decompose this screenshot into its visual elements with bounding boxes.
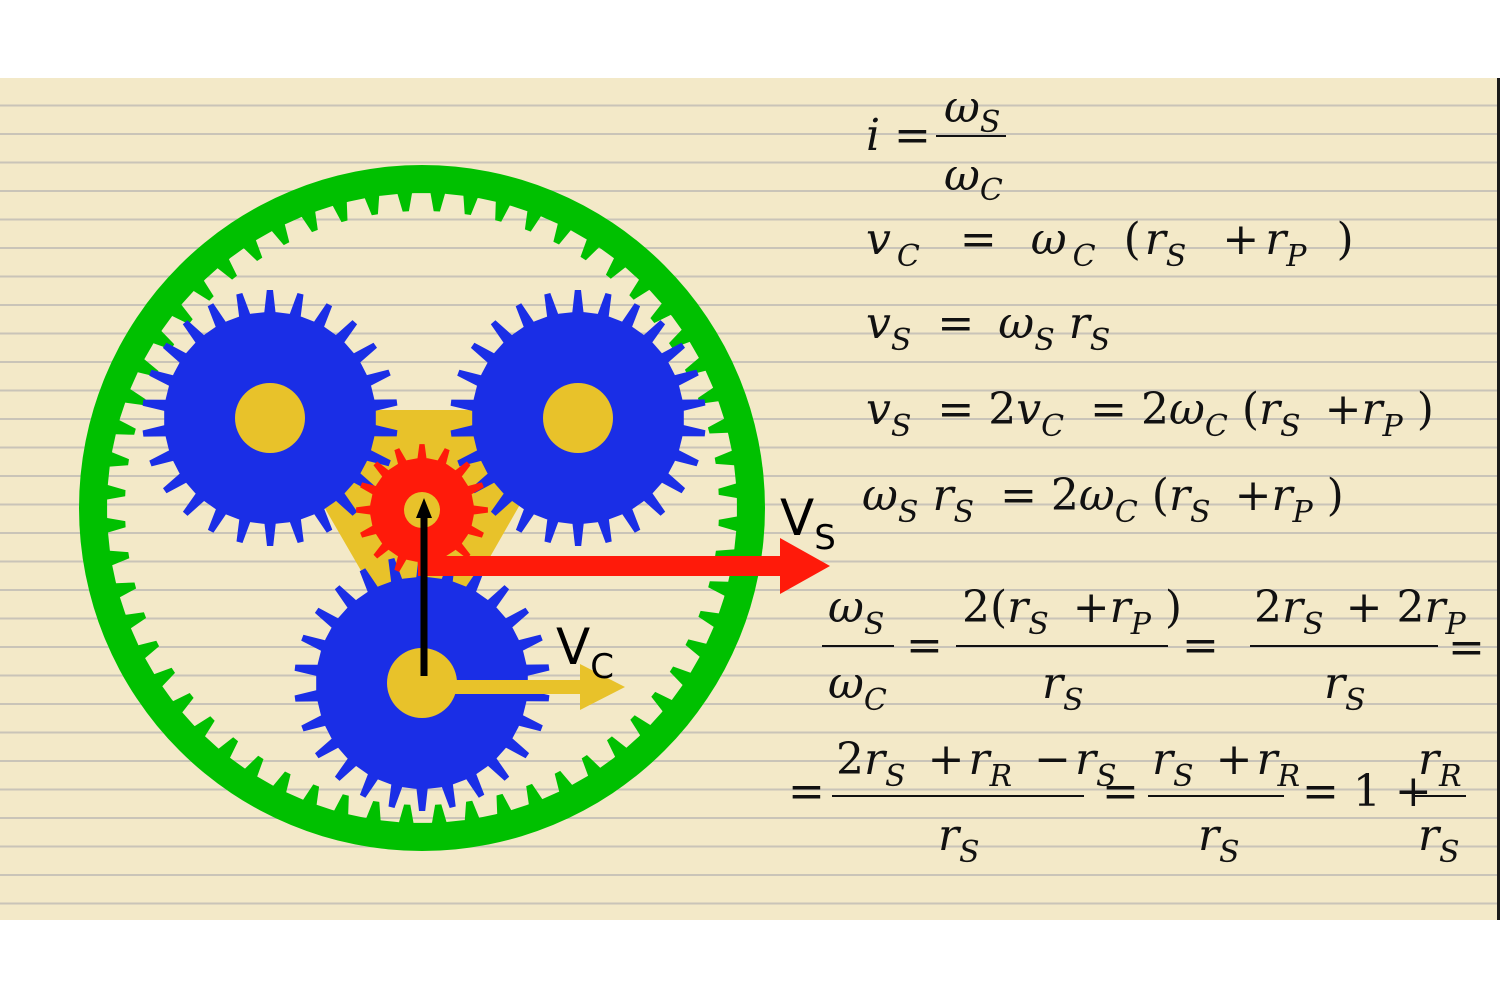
planet-gears xyxy=(142,290,706,811)
svg-text:=: = xyxy=(788,766,825,817)
equation-angular-relation: ωS rS = 2ωC (rS +rP ) xyxy=(862,470,1344,533)
planet-gear-top-right-hub xyxy=(543,383,613,453)
carrier-velocity-label: VC xyxy=(556,618,614,687)
svg-text:ωC: ωC xyxy=(944,150,1003,208)
svg-text:i =: i = xyxy=(866,110,931,161)
svg-text:rS: rS xyxy=(1198,810,1240,870)
svg-text:ωC: ωC xyxy=(828,658,887,718)
svg-text:rS: rS xyxy=(1042,658,1084,718)
equation-velocity-relation: vS = 2vC = 2ωC (rS +rP ) xyxy=(866,384,1434,447)
svg-text:2rS + 2rP: 2rS + 2rP xyxy=(1254,582,1467,645)
equation-ratio-derivation-2: = 2rS +rR −rS rS = rS +rR rS = 1 + rR rS xyxy=(788,734,1466,870)
svg-text:=: = xyxy=(1102,766,1139,817)
equation-sun-velocity: vS = ωS rS xyxy=(866,298,1110,361)
svg-text:rS +rR: rS +rR xyxy=(1152,734,1300,797)
carrier-velocity-arrow-head xyxy=(580,664,625,710)
radius-arrow-head xyxy=(416,498,432,518)
planet-gear-top-left-hub xyxy=(235,383,305,453)
svg-text:ωS: ωS xyxy=(828,582,884,642)
svg-text:= 1 +: = 1 + xyxy=(1302,766,1432,817)
sun-velocity-arrow-head xyxy=(780,538,830,594)
svg-text:2rS +rR −rS: 2rS +rR −rS xyxy=(836,734,1117,797)
velocity-arrows xyxy=(416,498,830,710)
svg-text:rS: rS xyxy=(1324,658,1366,718)
svg-text:=: = xyxy=(1448,622,1485,673)
equation-ratio-derivation-1: ωS ωC = 2(rS +rP ) rS = 2rS + 2rP rS = xyxy=(822,582,1485,718)
svg-text:rS: rS xyxy=(938,810,980,870)
svg-text:ωS: ωS xyxy=(944,82,1000,140)
svg-text:rR: rR xyxy=(1418,734,1462,794)
svg-text:=: = xyxy=(1182,620,1219,671)
svg-text:rS: rS xyxy=(1418,810,1460,870)
sun-velocity-label: VS xyxy=(780,489,836,558)
svg-text:=: = xyxy=(906,620,943,671)
svg-text:2(rS +rP ): 2(rS +rP ) xyxy=(962,582,1182,645)
equation-gear-ratio: i = ωS ωC xyxy=(866,82,1006,208)
